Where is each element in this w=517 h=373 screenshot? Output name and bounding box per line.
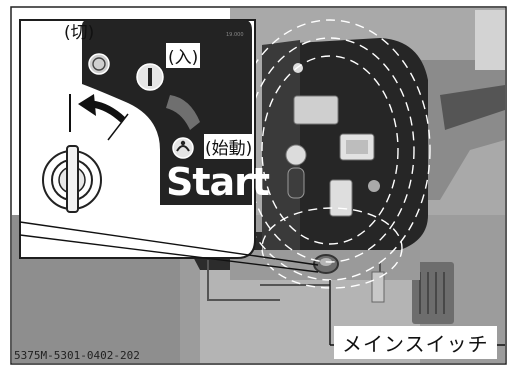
label-off: (切) — [64, 23, 95, 43]
off-indicator-icon — [88, 53, 110, 75]
label-start: (始動) — [204, 134, 254, 159]
start-text: Start — [166, 160, 270, 204]
main-switch-callout: メインスイッチ — [334, 326, 497, 359]
label-on: (入) — [166, 43, 201, 68]
rotate-arrow-icon — [69, 94, 129, 141]
svg-text:19.000: 19.000 — [226, 32, 244, 38]
start-indicator-icon — [172, 137, 194, 159]
key-switch-inset: 19.000 — [19, 19, 256, 259]
figure-code: 5375M-5301-0402-202 — [14, 349, 140, 362]
key-switch-icon — [42, 145, 102, 213]
